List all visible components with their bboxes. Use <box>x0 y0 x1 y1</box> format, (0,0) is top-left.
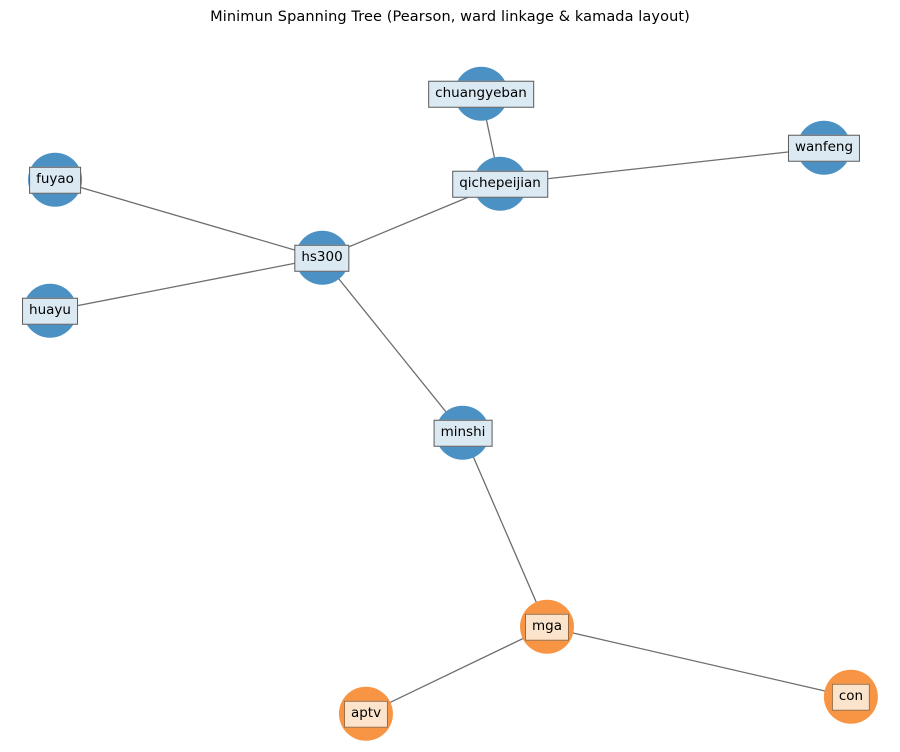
page-title: Minimun Spanning Tree (Pearson, ward lin… <box>210 9 690 25</box>
node-label: minshi <box>433 419 493 447</box>
node-label: aptv <box>343 700 389 728</box>
node-label: mga <box>525 613 569 641</box>
graph-node-mga[interactable]: mga <box>520 600 574 654</box>
edges-group <box>49 93 852 715</box>
node-label: wanfeng <box>787 134 861 162</box>
node-label: huayu <box>22 297 78 325</box>
graph-node-qichepeijian[interactable]: qichepeijian <box>452 157 548 211</box>
graph-node-wanfeng[interactable]: wanfeng <box>787 121 861 175</box>
graph-edge <box>365 626 548 715</box>
node-label: qichepeijian <box>452 170 548 198</box>
graph-node-con[interactable]: con <box>824 670 878 724</box>
graph-node-aptv[interactable]: aptv <box>339 687 393 741</box>
graph-node-minshi[interactable]: minshi <box>433 406 493 460</box>
node-label: chuangyeban <box>428 80 534 108</box>
graph-node-fuyao[interactable]: fuyao <box>28 153 82 207</box>
graph-edge <box>321 257 464 434</box>
graph-node-chuangyeban[interactable]: chuangyeban <box>428 67 534 121</box>
graph-edge <box>49 257 323 312</box>
graph-edge <box>462 432 548 628</box>
graph-edge <box>499 147 825 185</box>
node-label: hs300 <box>294 244 350 272</box>
graph-edge <box>546 626 852 698</box>
node-label: con <box>831 683 871 711</box>
graph-edge <box>54 179 323 259</box>
graph-node-huayu[interactable]: huayu <box>22 284 78 338</box>
graph-node-hs300[interactable]: hs300 <box>294 231 350 285</box>
node-label: fuyao <box>29 166 81 194</box>
